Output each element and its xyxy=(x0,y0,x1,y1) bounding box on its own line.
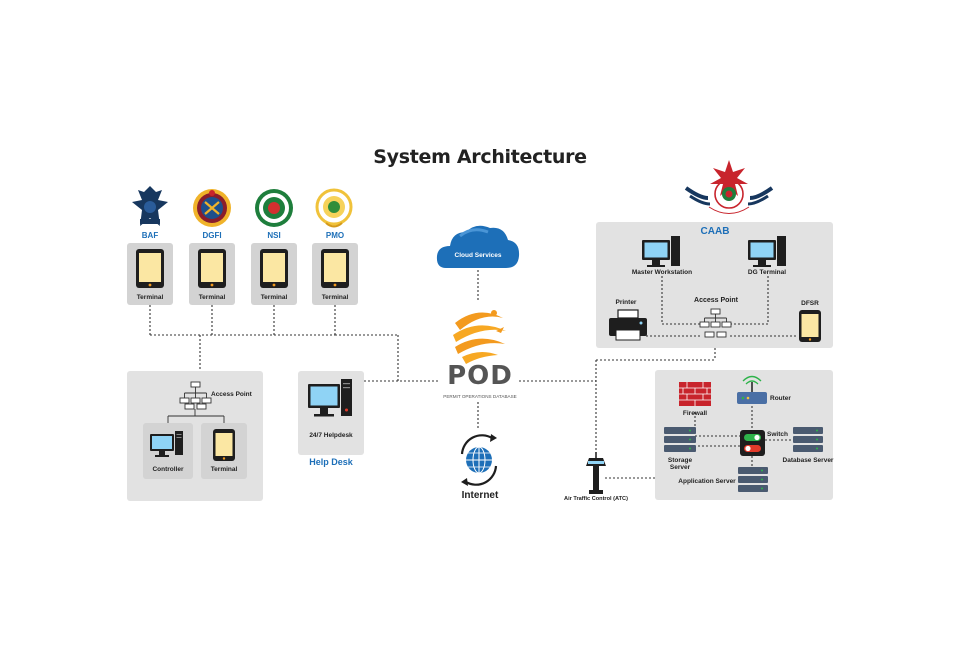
agency-label-nsi: NSI xyxy=(267,231,281,240)
dg-terminal-icon xyxy=(748,236,786,267)
database-server-icon xyxy=(793,427,823,452)
internet-label: Internet xyxy=(461,490,499,501)
storage-server-icon xyxy=(664,427,696,452)
connection-lines xyxy=(149,270,798,479)
master-workstation-icon xyxy=(642,236,680,267)
firewall-label: Firewall xyxy=(682,410,708,417)
nsi-emblem-icon xyxy=(255,189,293,227)
tablet-icon-dgfi xyxy=(198,249,226,288)
helpdesk-device-label: 24/7 Helpdesk xyxy=(309,432,353,439)
cloud-icon xyxy=(436,225,520,268)
pod-globe-icon xyxy=(453,310,506,364)
master-workstation-label: Master Workstation xyxy=(631,269,693,276)
tablet-icon-pmo xyxy=(321,249,349,288)
pod-subtitle: PERMIT OPERATIONS DATABASE xyxy=(443,394,517,399)
dfsr-label: DFSR xyxy=(801,300,819,307)
terminal-label-dgfi: Terminal xyxy=(198,294,226,301)
terminal-label-nsi: Terminal xyxy=(260,294,288,301)
switch-icon xyxy=(740,430,765,456)
access-point-connectors-left xyxy=(167,409,225,423)
router-icon xyxy=(737,375,767,404)
controller-label: Controller xyxy=(152,466,184,473)
pod-logo-text: POD xyxy=(447,361,513,391)
agency-label-dgfi: DGFI xyxy=(202,231,222,240)
controller-computer-icon xyxy=(150,431,183,457)
storage-server-label: Storage Server xyxy=(667,457,693,471)
access-point-label-left: Access Point xyxy=(211,391,252,398)
internet-globe-icon xyxy=(460,434,498,486)
dg-terminal-label: DG Terminal xyxy=(747,269,787,276)
access-point-label-caab: Access Point xyxy=(694,297,738,304)
cloud-services-label: Cloud Services xyxy=(454,252,502,259)
helpdesk-computer-icon xyxy=(308,379,352,417)
pmo-emblem-icon xyxy=(315,188,353,228)
eagle-emblem-icon xyxy=(132,186,168,226)
router-label: Router xyxy=(770,395,791,402)
application-server-label: Application Server xyxy=(678,478,736,485)
left-terminal-label: Terminal xyxy=(210,466,238,473)
printer-icon xyxy=(609,309,647,341)
switch-label: Switch xyxy=(767,431,788,438)
atc-label: Air Traffic Control (ATC) xyxy=(564,496,628,502)
access-point-icon-left xyxy=(179,381,212,410)
firewall-icon xyxy=(679,382,711,406)
access-point-icon-caab xyxy=(699,308,732,338)
caab-title: CAAB xyxy=(700,226,730,237)
agency-label-pmo: PMO xyxy=(325,231,345,240)
tablet-icon-baf xyxy=(136,249,164,288)
printer-label: Printer xyxy=(615,299,637,306)
dgfi-emblem-icon xyxy=(193,189,231,227)
caab-emblem-icon xyxy=(684,160,774,214)
terminal-label-baf: Terminal xyxy=(136,294,164,301)
helpdesk-caption: Help Desk xyxy=(309,457,353,467)
database-server-label: Database Server xyxy=(782,457,834,464)
tablet-icon-nsi xyxy=(260,249,288,288)
application-server-icon xyxy=(738,467,768,492)
terminal-label-pmo: Terminal xyxy=(321,294,349,301)
left-terminal-tablet-icon xyxy=(213,429,235,461)
dfsr-tablet-icon xyxy=(799,310,821,342)
agency-label-baf: BAF xyxy=(141,231,159,240)
diagram-title: System Architecture xyxy=(373,146,587,168)
atc-tower-icon xyxy=(586,452,606,494)
